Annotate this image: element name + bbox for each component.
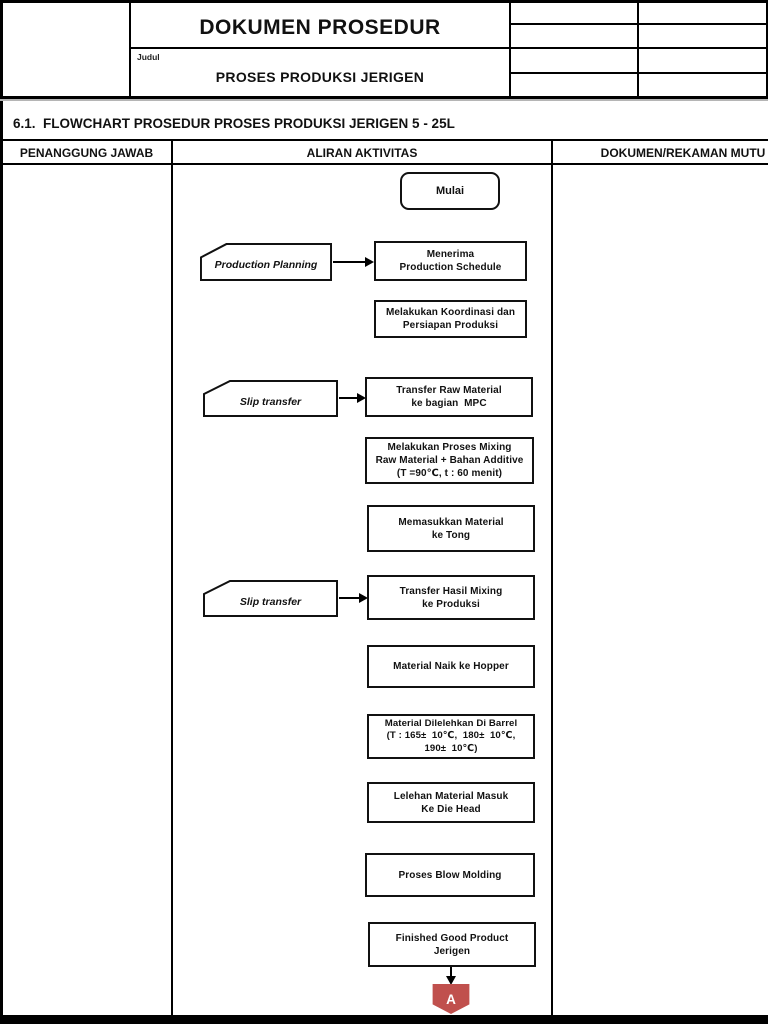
step-text: Lelehan Material Masuk Ke Die Head bbox=[393, 790, 509, 815]
tag-label: Slip transfer bbox=[239, 595, 302, 608]
revision-cell bbox=[510, 73, 638, 97]
column-header-dokumen-rekaman: DOKUMEN/REKAMAN MUTU bbox=[600, 145, 766, 160]
flow-tag-slip-transfer-1: Slip transfer bbox=[203, 380, 338, 417]
table-column-divider bbox=[171, 139, 173, 1015]
header-shadow bbox=[0, 99, 768, 101]
flow-arrow-down-icon bbox=[444, 967, 458, 985]
revision-cell bbox=[510, 0, 638, 23]
column-header-penanggung-jawab: PENANGGUNG JAWAB bbox=[19, 145, 154, 160]
flow-step-proses-blow-molding: Proses Blow Molding bbox=[365, 853, 535, 897]
tag-label: Production Planning bbox=[214, 259, 318, 271]
header-grid-line bbox=[510, 72, 768, 74]
tag-shape bbox=[203, 380, 338, 417]
flow-step-menerima-schedule: Menerima Production Schedule bbox=[374, 241, 527, 281]
revision-cell bbox=[638, 24, 766, 47]
flow-step-material-dilelehkan-barrel: Material Dilelehkan Di Barrel (T : 165± … bbox=[367, 714, 535, 759]
revision-cell bbox=[638, 0, 766, 23]
step-text: Finished Good Product Jerigen bbox=[395, 932, 509, 957]
step-text: Transfer Raw Material ke bagian MPC bbox=[396, 385, 502, 409]
step-text: Material Dilelehkan Di Barrel (T : 165± … bbox=[384, 717, 518, 754]
tag-label: Slip transfer bbox=[239, 395, 302, 408]
step-text: Proses Blow Molding bbox=[398, 869, 502, 881]
step-text: Transfer Hasil Mixing ke Produksi bbox=[399, 585, 503, 610]
header-border-top bbox=[0, 0, 768, 3]
revision-cell bbox=[510, 24, 638, 47]
flow-tag-production-planning: Production Planning bbox=[200, 243, 332, 281]
flow-arrow-right-icon bbox=[339, 591, 368, 605]
header-grid-line bbox=[130, 47, 768, 49]
flow-start-terminator: Mulai bbox=[400, 172, 500, 210]
tag-shape bbox=[203, 580, 338, 617]
revision-cell bbox=[510, 48, 638, 72]
tag-shape bbox=[200, 243, 332, 281]
step-text: Melakukan Proses Mixing Raw Material + B… bbox=[375, 442, 524, 479]
revision-cell bbox=[638, 48, 766, 72]
section-heading: 6.1. FLOWCHART PROSEDUR PROSES PRODUKSI … bbox=[13, 115, 455, 131]
flow-step-koordinasi-persiapan: Melakukan Koordinasi dan Persiapan Produ… bbox=[374, 300, 527, 338]
table-border-left bbox=[0, 101, 3, 1015]
flow-step-memasukkan-tong: Memasukkan Material ke Tong bbox=[367, 505, 535, 552]
flow-step-finished-good-product: Finished Good Product Jerigen bbox=[368, 922, 536, 967]
connector-label: A bbox=[446, 992, 456, 1007]
offpage-connector-shape: A bbox=[432, 984, 470, 1014]
logo-cell bbox=[2, 2, 129, 96]
header-border-bottom bbox=[0, 96, 768, 99]
step-text: Material Naik ke Hopper bbox=[393, 661, 509, 672]
flow-step-material-naik-hopper: Material Naik ke Hopper bbox=[367, 645, 535, 688]
step-text: Memasukkan Material ke Tong bbox=[398, 516, 504, 541]
revision-cell bbox=[638, 73, 766, 97]
flow-arrow-right-icon bbox=[339, 391, 366, 405]
offpage-connector-a: A bbox=[432, 984, 470, 1014]
header-border-right bbox=[765, 0, 768, 99]
table-column-divider bbox=[551, 139, 553, 1015]
table-line-top bbox=[0, 139, 768, 141]
column-header-aliran-aktivitas: ALIRAN AKTIVITAS bbox=[306, 145, 418, 160]
header-border-left bbox=[0, 0, 3, 99]
flow-step-lelehan-die-head: Lelehan Material Masuk Ke Die Head bbox=[367, 782, 535, 823]
doc-type-title: DOKUMEN PROSEDUR bbox=[199, 16, 441, 39]
judul-label: Judul bbox=[137, 52, 160, 62]
table-border-bottom bbox=[0, 1015, 768, 1024]
header-grid-line bbox=[510, 23, 768, 25]
table-line-headerrow bbox=[0, 163, 768, 165]
flow-step-proses-mixing: Melakukan Proses Mixing Raw Material + B… bbox=[365, 437, 534, 484]
flow-tag-slip-transfer-2: Slip transfer bbox=[203, 580, 338, 617]
step-text: Menerima Production Schedule bbox=[399, 249, 502, 273]
flow-step-transfer-raw-material: Transfer Raw Material ke bagian MPC bbox=[365, 377, 533, 417]
step-text: Melakukan Koordinasi dan Persiapan Produ… bbox=[385, 307, 516, 331]
flow-step-transfer-hasil-mixing: Transfer Hasil Mixing ke Produksi bbox=[367, 575, 535, 620]
page-title: PROSES PRODUKSI JERIGEN bbox=[215, 69, 425, 85]
flow-arrow-right-icon bbox=[333, 255, 374, 269]
